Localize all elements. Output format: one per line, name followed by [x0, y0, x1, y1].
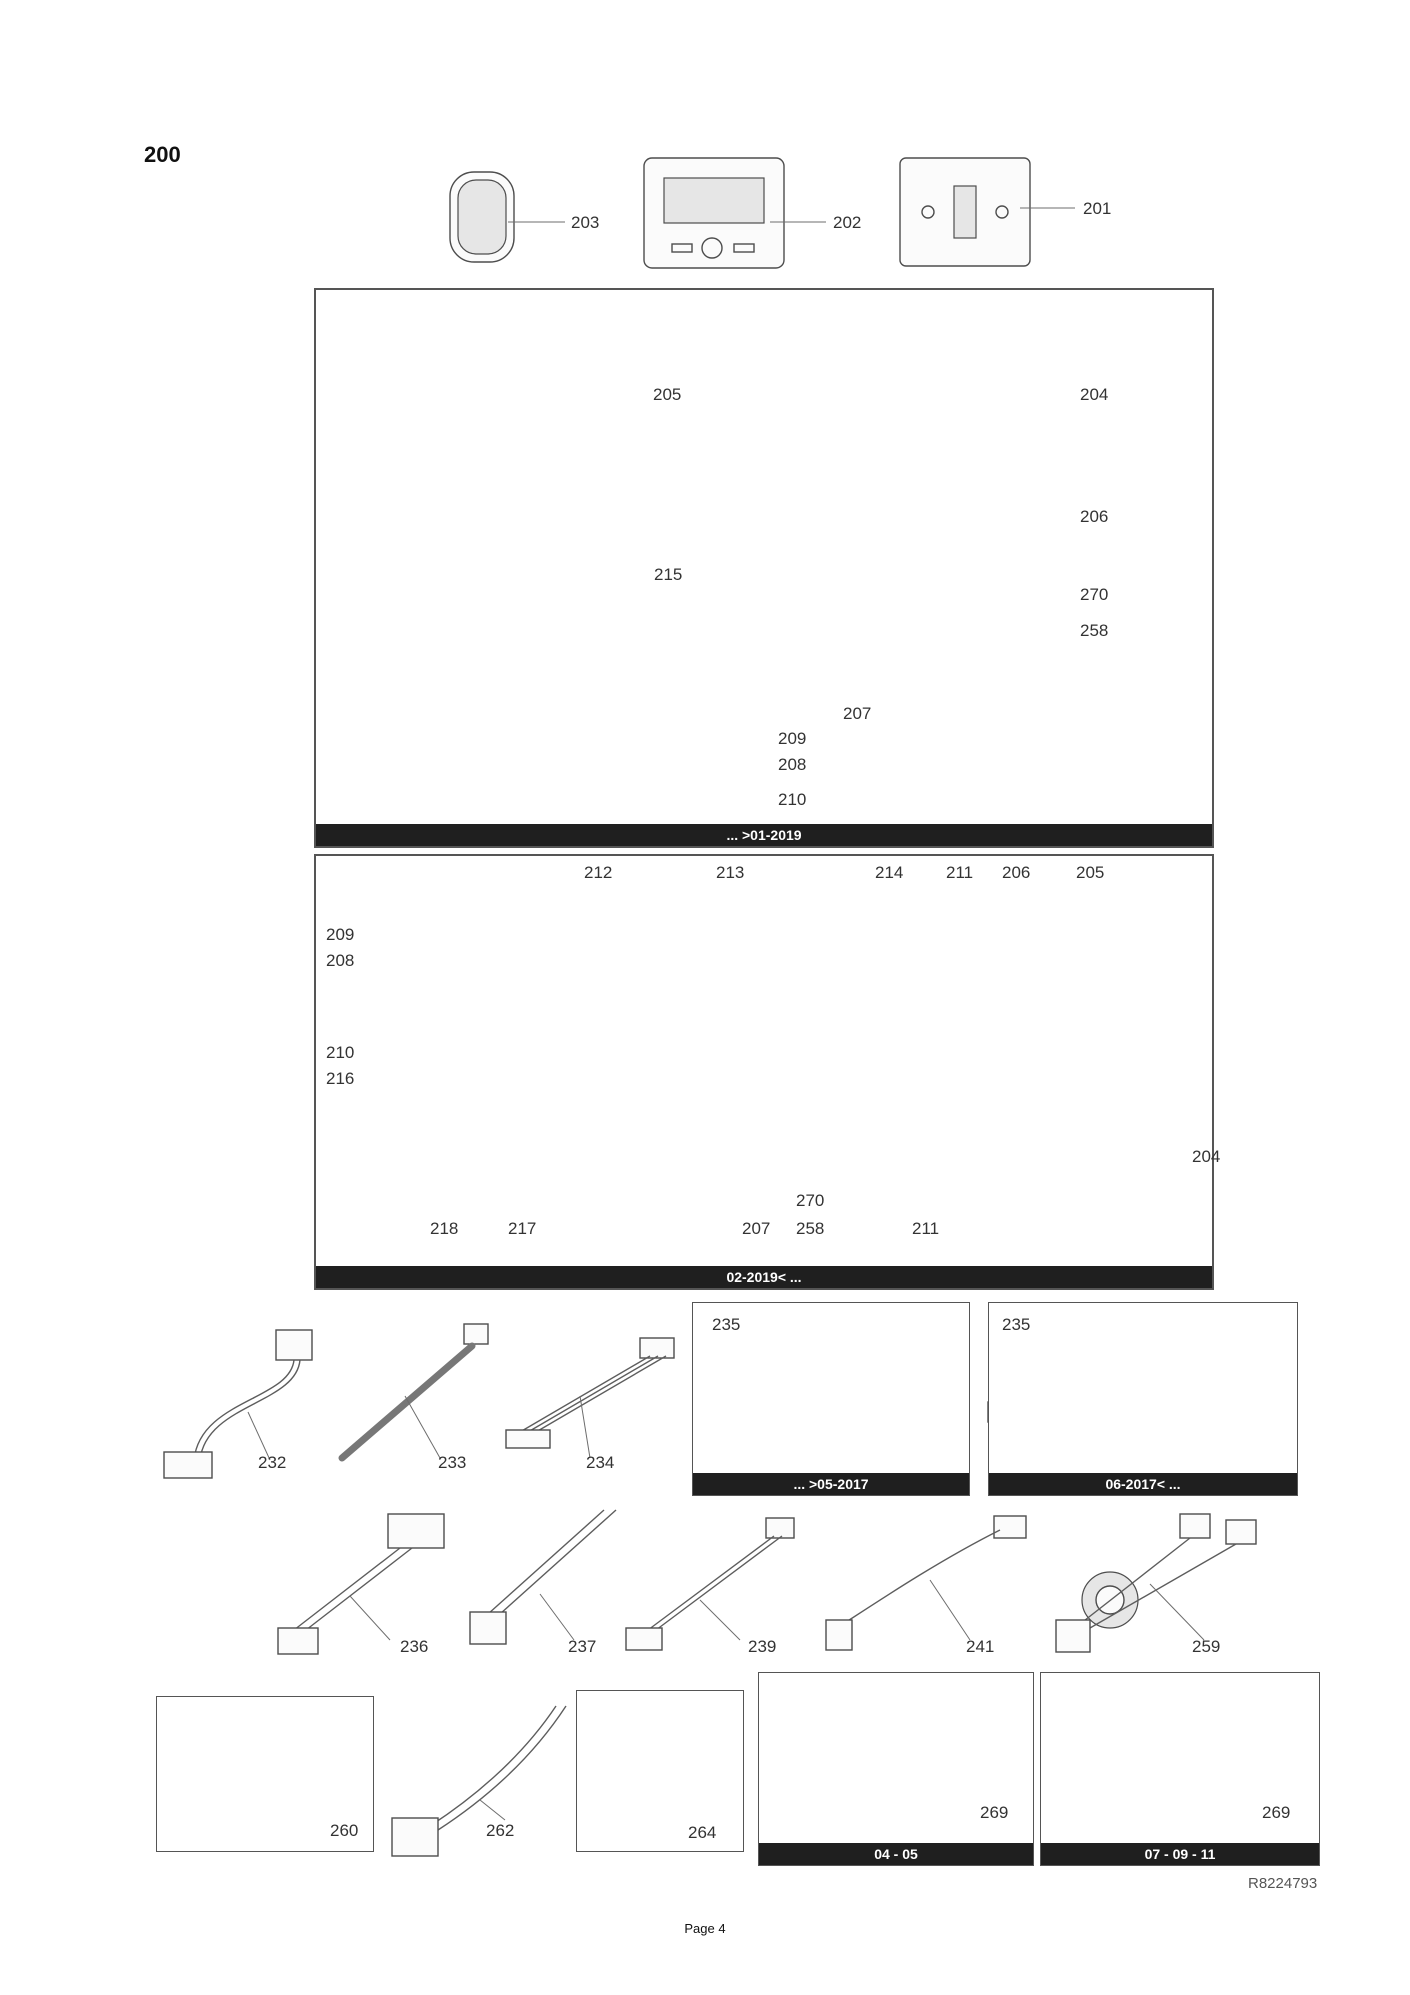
callout-264: 264: [688, 1823, 717, 1842]
callout-211a: 211: [946, 863, 974, 882]
harness-b-label: 06-2017< ...: [989, 1473, 1297, 1495]
callout-210a: 210: [778, 790, 807, 809]
harness-row-2-drawing: [277, 1509, 1257, 1655]
callout-215: 215: [654, 565, 683, 584]
drawing-reference: R8224793: [1248, 1875, 1318, 1892]
part-203-drawing: [449, 171, 565, 263]
callout-212: 212: [584, 863, 613, 882]
callout-269b: 269: [1262, 1803, 1291, 1822]
callout-270a: 270: [1080, 585, 1109, 604]
harness-box-c: 04 - 05: [758, 1672, 1034, 1866]
callout-218: 218: [430, 1219, 459, 1238]
callout-208b: 208: [326, 951, 355, 970]
callout-217: 217: [508, 1219, 537, 1238]
callout-216: 216: [326, 1069, 355, 1088]
group-number: 200: [144, 142, 181, 167]
harness-c-label: 04 - 05: [759, 1843, 1033, 1865]
harness-d-label: 07 - 09 - 11: [1041, 1843, 1319, 1865]
callout-259: 259: [1192, 1637, 1221, 1656]
callout-209a: 209: [778, 729, 807, 748]
callout-270b: 270: [796, 1191, 825, 1210]
callout-213: 213: [716, 863, 745, 882]
callout-234: 234: [586, 1453, 615, 1472]
page-number: Page 4: [684, 1921, 726, 1936]
callout-210b: 210: [326, 1043, 355, 1062]
callout-237: 237: [568, 1637, 597, 1656]
callout-235b: 235: [1002, 1315, 1031, 1334]
harness-box-a: ... >05-2017: [692, 1302, 970, 1496]
callout-209b: 209: [326, 925, 355, 944]
callout-208a: 208: [778, 755, 807, 774]
harness-box-260: [156, 1696, 374, 1852]
callout-203: 203: [571, 213, 600, 232]
callout-258a: 258: [1080, 621, 1109, 640]
callout-260: 260: [330, 1821, 359, 1840]
callout-239: 239: [748, 1637, 777, 1656]
callout-202: 202: [833, 213, 862, 232]
callout-207b: 207: [742, 1219, 771, 1238]
callout-262: 262: [486, 1821, 515, 1840]
part-201-drawing: [899, 157, 1075, 267]
callout-241: 241: [966, 1637, 995, 1656]
callout-258b: 258: [796, 1219, 825, 1238]
callout-207a: 207: [843, 704, 872, 723]
callout-205a: 205: [653, 385, 682, 404]
callout-211b: 211: [912, 1219, 940, 1238]
callout-233: 233: [438, 1453, 467, 1472]
harness-a-label: ... >05-2017: [693, 1473, 969, 1495]
callout-205b: 205: [1076, 863, 1105, 882]
callout-201: 201: [1083, 199, 1112, 218]
panel-1: ... >01-2019: [314, 288, 1214, 848]
callout-235a: 235: [712, 1315, 741, 1334]
callout-232: 232: [258, 1453, 287, 1472]
panel-2-label: 02-2019< ...: [316, 1266, 1212, 1288]
callout-204a: 204: [1080, 385, 1109, 404]
callout-206a: 206: [1080, 507, 1109, 526]
part-202-drawing: [643, 157, 826, 269]
callout-204b: 204: [1192, 1147, 1221, 1166]
callout-206b: 206: [1002, 863, 1031, 882]
callout-214: 214: [875, 863, 904, 882]
panel-2: 02-2019< ...: [314, 854, 1214, 1290]
callout-236: 236: [400, 1637, 429, 1656]
callout-269a: 269: [980, 1803, 1009, 1822]
harness-box-b: 06-2017< ...: [988, 1302, 1298, 1496]
panel-1-label: ... >01-2019: [316, 824, 1212, 846]
harness-box-264: [576, 1690, 744, 1852]
harness-box-d: 07 - 09 - 11: [1040, 1672, 1320, 1866]
